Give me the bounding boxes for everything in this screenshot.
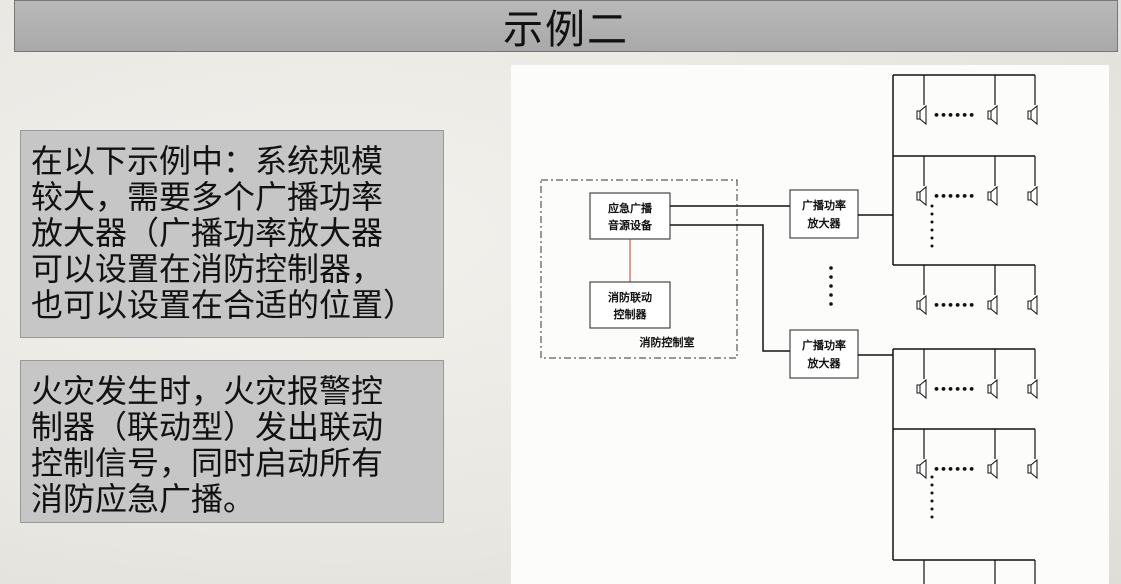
speaker-icon [987, 378, 998, 400]
speaker-icon [1027, 104, 1038, 126]
speaker-icon [987, 104, 998, 126]
linkage-controller-label-1: 消防联动 [608, 290, 652, 304]
fire-event-line: 控制信号，同时启动所有 [31, 444, 384, 482]
speaker-icon [916, 378, 927, 400]
speaker-icon [987, 294, 998, 316]
amp2-label-2: 放大器 [807, 356, 842, 370]
speaker-ellipsis: •••••• [933, 463, 975, 476]
control-room-label: 消防控制室 [640, 335, 695, 349]
speaker-ellipsis: •••••• [933, 299, 975, 312]
speaker-icon [987, 458, 998, 480]
fire-event-line: 制器（联动型）发出联动 [31, 408, 384, 446]
amp1-label-1: 广播功率 [802, 198, 846, 212]
speaker-icon [987, 185, 998, 207]
amp1-label-2: 放大器 [807, 216, 842, 230]
description-line: 在以下示例中：系统规模 [31, 142, 384, 180]
speaker-icon [916, 458, 927, 480]
audio-source-label-2: 音源设备 [608, 218, 653, 232]
speaker-ellipsis: •••••• [933, 190, 975, 203]
power-amplifier-1 [789, 189, 859, 239]
speaker-rows: •••••••••••••••••••••••••••••••••••• [893, 74, 1038, 584]
linkage-controller-label-2: 控制器 [614, 307, 648, 321]
speaker-icon [1027, 378, 1038, 400]
page-title: 示例二 [503, 7, 629, 53]
wire-to-amp-2 [670, 224, 790, 352]
fire-event-line: 消防应急广播。 [31, 480, 256, 518]
speaker-ellipsis: •••••• [933, 109, 975, 122]
speaker-ellipsis: •••••• [933, 383, 975, 396]
speaker-icon [916, 185, 927, 207]
power-amplifier-2 [789, 329, 859, 379]
speaker-row-ellipsis-upper [930, 204, 934, 248]
speaker-icon [1027, 458, 1038, 480]
speaker-icon [1027, 294, 1038, 316]
speaker-icon [1027, 185, 1038, 207]
description-line: 也可以设置在合适的位置） [31, 286, 416, 324]
description-line: 可以设置在消防控制器， [31, 250, 384, 288]
fire-event-box: 火灾发生时，火灾报警控 制器（联动型）发出联动 控制信号，同时启动所有 消防应急… [20, 360, 444, 523]
linkage-controller [589, 281, 671, 329]
speaker-icon [916, 294, 927, 316]
control-room-boundary [540, 179, 738, 359]
speaker-icon [916, 104, 927, 126]
audio-source-label-1: 应急广播 [608, 201, 653, 215]
broadcast-system-diagram: 应急广播 音源设备 消防联动 控制器 消防控制室 广播功率 放大器 广播功率 放… [511, 65, 1109, 584]
description-line: 放大器（广播功率放大器 [31, 214, 384, 252]
description-line: 较大，需要多个广播功率 [31, 178, 384, 216]
amplifier-ellipsis [829, 266, 833, 306]
amp2-label-1: 广播功率 [802, 338, 846, 352]
speaker-row-ellipsis-lower [930, 475, 934, 519]
fire-event-line: 火灾发生时，火灾报警控 [31, 372, 384, 410]
title-bar: 示例二 [14, 0, 1118, 53]
diagram-canvas: 应急广播 音源设备 消防联动 控制器 消防控制室 广播功率 放大器 广播功率 放… [540, 74, 1038, 584]
description-box: 在以下示例中：系统规模 较大，需要多个广播功率 放大器（广播功率放大器 可以设置… [20, 130, 444, 338]
audio-source-device [589, 192, 671, 240]
